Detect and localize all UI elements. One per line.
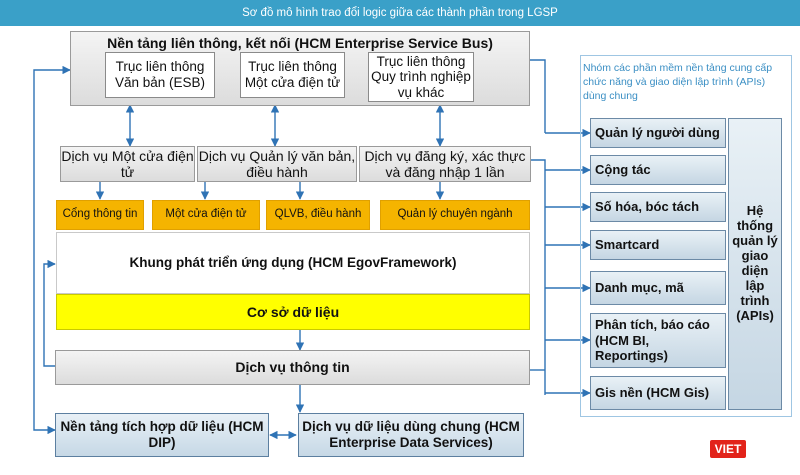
framework-box: Khung phát triển ứng dụng (HCM EgovFrame… <box>56 232 530 294</box>
api-smartcard: Smartcard <box>590 230 726 260</box>
api-group-panel <box>580 55 792 417</box>
portal-specialized: Quản lý chuyên ngành <box>380 200 530 230</box>
portal-information: Cổng thông tin <box>56 200 144 230</box>
portal-one-stop: Một cửa điện tử <box>152 200 260 230</box>
api-collaboration: Cộng tác <box>590 155 726 185</box>
api-analytics: Phân tích, báo cáo (HCM BI, Reportings) <box>590 313 726 368</box>
portal-document: QLVB, điều hành <box>266 200 370 230</box>
api-catalog: Danh mục, mã <box>590 271 726 305</box>
service-document-management: Dịch vụ Quản lý văn bản, điều hành <box>197 146 357 182</box>
dip-box: Nền tảng tích hợp dữ liệu (HCM DIP) <box>55 413 269 457</box>
api-user-management: Quản lý người dùng <box>590 118 726 148</box>
esb-title: Nền tảng liên thông, kết nối (HCM Enterp… <box>107 35 493 51</box>
api-management-system: Hệ thống quản lý giao diện lập trình (AP… <box>728 118 782 410</box>
eds-box: Dịch vụ dữ liệu dùng chung (HCM Enterpri… <box>298 413 524 457</box>
database-box: Cơ sở dữ liệu <box>56 294 530 330</box>
service-sso: Dịch vụ đăng ký, xác thực và đăng nhập 1… <box>359 146 531 182</box>
api-digitization: Số hóa, bóc tách <box>590 192 726 222</box>
service-one-stop: Dịch vụ Một cửa điện tử <box>60 146 195 182</box>
viet-logo: VIET <box>710 440 746 458</box>
api-gis: Gis nền (HCM Gis) <box>590 376 726 410</box>
info-service-box: Dịch vụ thông tin <box>55 350 530 385</box>
api-group-note: Nhóm các phần mềm nền tảng cung cấp chức… <box>583 62 773 103</box>
esb-axis-other-process: Trục liên thông Quy trình nghiệp vụ khác <box>368 52 474 102</box>
esb-axis-one-stop: Trục liên thông Một cửa điện tử <box>240 52 345 98</box>
esb-axis-documents: Trục liên thông Văn bản (ESB) <box>105 52 215 98</box>
diagram-title: Sơ đồ mô hình trao đổi logic giữa các th… <box>0 0 800 26</box>
